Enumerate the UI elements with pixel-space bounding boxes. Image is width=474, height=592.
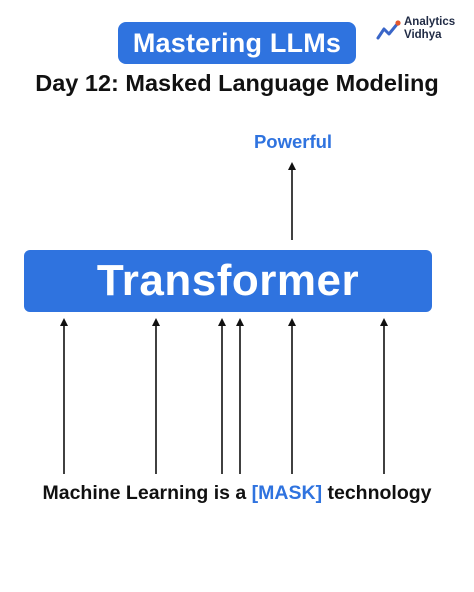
logo-text-line2: Vidhya xyxy=(404,29,442,41)
transformer-label: Transformer xyxy=(96,256,360,305)
page-title: Day 12: Masked Language Modeling xyxy=(35,70,439,96)
input-sentence: Machine Learning is a [MASK] technology xyxy=(0,482,474,505)
transformer-block: Transformer xyxy=(24,250,432,312)
sentence-before-mask: Machine Learning is a xyxy=(42,482,247,504)
course-badge-text: Mastering LLMs xyxy=(132,27,342,58)
analytics-vidhya-logo: Analytics Vidhya xyxy=(376,14,466,54)
course-badge: Mastering LLMs xyxy=(118,22,356,64)
output-prediction-label: Powerful xyxy=(253,131,333,152)
mask-token: [MASK] xyxy=(251,482,323,504)
trend-line-icon xyxy=(376,20,401,40)
logo-text-line1: Analytics xyxy=(404,16,456,28)
sentence-after-mask: technology xyxy=(327,482,432,504)
